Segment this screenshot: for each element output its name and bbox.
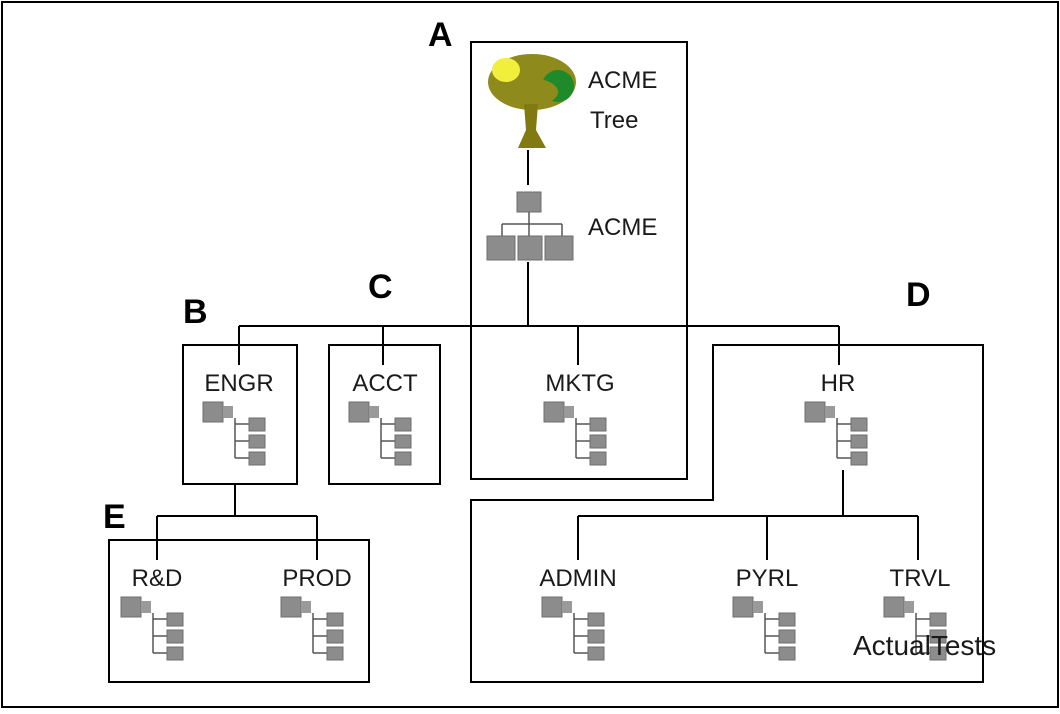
ou-icon-pyrl — [732, 596, 796, 661]
ou-icon-prod — [280, 596, 344, 661]
connector-lines — [156, 150, 919, 560]
zone-e-letter: E — [103, 498, 126, 536]
ou-label-prod: PROD — [282, 565, 351, 592]
zone-e-box — [108, 539, 370, 683]
ou-icon-acct — [348, 401, 412, 466]
ou-label-hr: HR — [821, 370, 856, 397]
zone-b-box — [182, 344, 298, 485]
ou-icon-admin — [541, 596, 605, 661]
tree-label-line1: ACME — [588, 67, 657, 94]
root-domain-label: ACME — [588, 214, 657, 241]
tree-label-line2: Tree — [590, 107, 638, 134]
ou-label-engr: ENGR — [204, 370, 273, 397]
ou-label-rnd: R&D — [132, 565, 183, 592]
ou-label-mktg: MKTG — [545, 370, 614, 397]
zone-b-letter: B — [183, 293, 208, 331]
zone-c-letter: C — [368, 268, 393, 306]
zone-d-letter: D — [906, 276, 931, 314]
domain-icon — [486, 191, 574, 261]
ou-icon-mktg — [543, 401, 607, 466]
zone-d-box — [470, 344, 984, 683]
ou-icon-engr — [202, 401, 266, 466]
ou-label-trvl: TRVL — [890, 565, 951, 592]
ou-label-admin: ADMIN — [539, 565, 616, 592]
ou-label-acct: ACCT — [352, 370, 418, 397]
ou-icon-hr — [804, 401, 868, 466]
zone-a-box — [470, 41, 688, 480]
watermark-text: ActualTests — [853, 630, 996, 661]
ou-label-pyrl: PYRL — [736, 565, 799, 592]
ou-icon-rnd — [120, 596, 184, 661]
tree-icon — [488, 54, 576, 148]
zone-c-box — [328, 344, 441, 485]
zone-a-letter: A — [428, 16, 453, 54]
